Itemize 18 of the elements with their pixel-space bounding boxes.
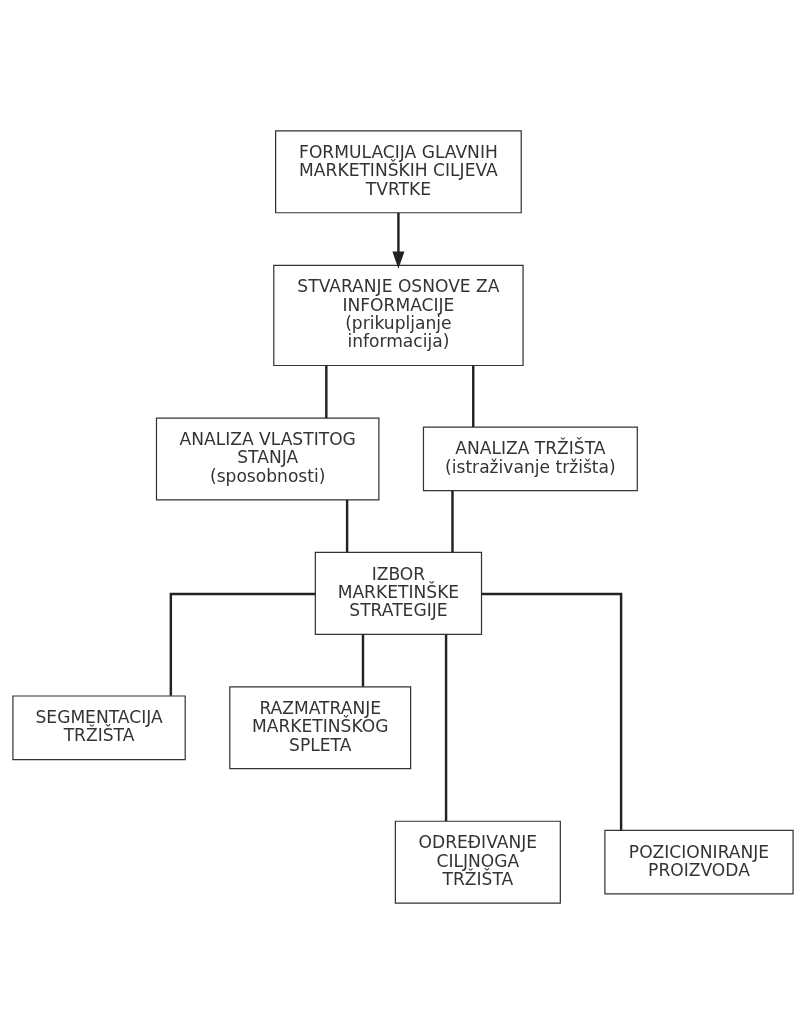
node-box: RAZMATRANJE MARKETINŠKOG SPLETA: [229, 685, 412, 769]
connector: [472, 365, 475, 427]
connector: [451, 490, 454, 552]
arrow: [392, 212, 405, 269]
node-box: ANALIZA TRŽIŠTA (istraživanje tržišta): [422, 426, 638, 491]
node-box: ODREĐIVANJE CILJNOGA TRŽIŠTA: [394, 820, 561, 904]
node-box: SEGMENTACIJA TRŽIŠTA: [12, 694, 186, 760]
connector: [345, 499, 349, 552]
connector: [361, 633, 365, 686]
node-box: FORMULACIJA GLAVNIH MARKETINŠKIH CILJEVA TVRTKE: [275, 129, 522, 213]
node-box: ANALIZA VLASTITOG STANJA (sposobnosti): [155, 416, 380, 500]
connector: [169, 592, 316, 696]
node-box: STVARANJE OSNOVE ZA INFORMACIJE (prikupljanje informacija): [273, 264, 524, 366]
node-box: POZICIONIRANJE PROIZVODA: [604, 829, 794, 895]
node-box: IZBOR MARKETINŠKE STRATEGIJE: [314, 551, 483, 635]
connector: [325, 365, 328, 418]
connector: [481, 592, 623, 830]
connector: [444, 634, 448, 821]
